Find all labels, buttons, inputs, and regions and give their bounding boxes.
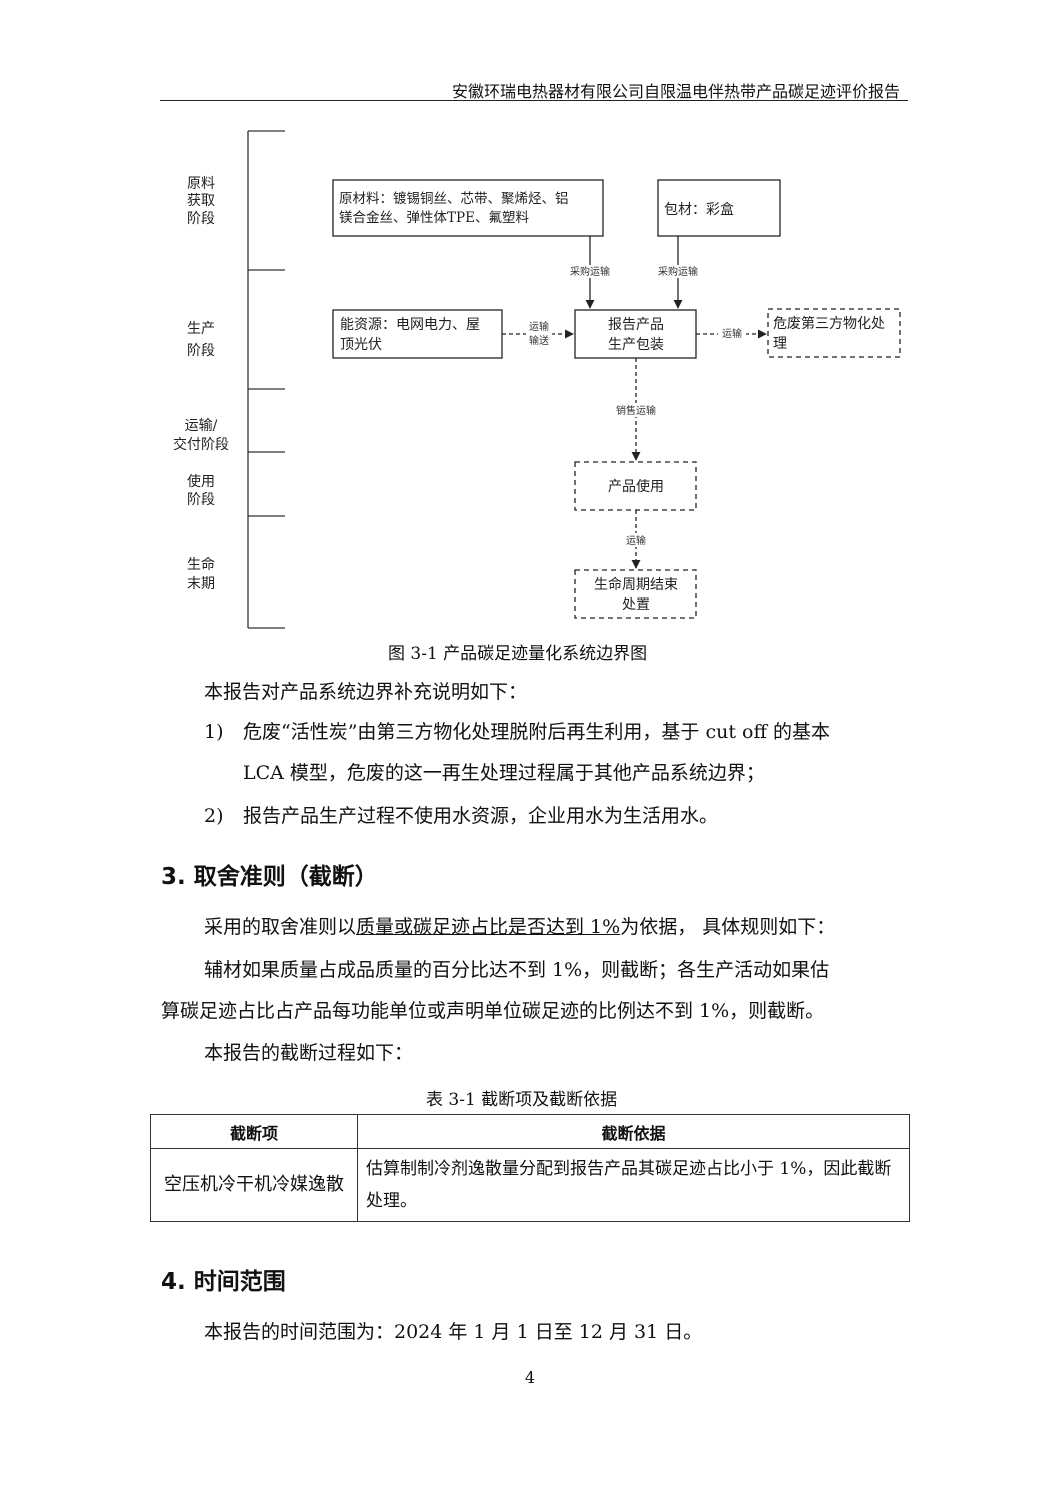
table-header-cutoff-item: 截断项 bbox=[150, 1114, 358, 1149]
stage-production-line2: 阶段 bbox=[187, 343, 215, 359]
stage-raw-line2: 获取 bbox=[187, 193, 215, 209]
end-of-life-box bbox=[574, 569, 697, 619]
table-row: 空压机冷干机冷媒逸散 估算制制冷剂逸散量分配到报告产品其碳足迹占比小于 1%，因… bbox=[150, 1148, 910, 1222]
rule-text-after: 为依据， 具体规则如下： bbox=[620, 916, 836, 938]
boundary-item-1-line2: LCA 模型，危废的这一再生处理过程属于其他产品系统边界； bbox=[243, 762, 765, 784]
raw-material-line2: 镁合金丝、弹性体TPE、氟塑料 bbox=[339, 210, 529, 226]
energy-label-line1: 运输 bbox=[529, 320, 549, 333]
boundary-item-2-line1: 报告产品生产过程不使用水资源，企业用水为生活用水。 bbox=[243, 805, 719, 827]
production-line1: 报告产品 bbox=[608, 317, 664, 333]
table-header-cutoff-basis: 截断依据 bbox=[357, 1114, 910, 1149]
hazardous-waste-line1: 危废第三方物化处 bbox=[773, 315, 885, 332]
boundary-intro: 本报告对产品系统边界补充说明如下： bbox=[204, 681, 528, 703]
section-3-paragraph-2-line1: 辅材如果质量占成品质量的百分比达不到 1%，则截断；各生产活动如果估 bbox=[204, 959, 830, 981]
hazardous-waste-line2: 理 bbox=[773, 336, 787, 352]
section-4-heading: 4. 时间范围 bbox=[161, 1269, 286, 1295]
boundary-item-1-number: 1) bbox=[204, 721, 224, 743]
section-4-text: 本报告的时间范围为：2024 年 1 月 1 日至 12 月 31 日。 bbox=[204, 1321, 703, 1343]
stage-eol-line1: 生命 bbox=[187, 556, 215, 573]
purchase-label-2: 采购运输 bbox=[658, 265, 698, 278]
purchase-label-1: 采购运输 bbox=[570, 265, 610, 278]
stage-production-line1: 生产 bbox=[187, 321, 215, 337]
raw-material-line1: 原材料：镀锡铜丝、芯带、聚烯烃、铝 bbox=[339, 190, 569, 207]
end-of-life-line2: 处置 bbox=[622, 597, 650, 613]
stage-eol-line2: 末期 bbox=[187, 576, 215, 592]
header-divider bbox=[160, 100, 908, 101]
stage-use-line2: 阶段 bbox=[187, 492, 215, 508]
energy-label-line2: 输送 bbox=[529, 334, 549, 347]
stage-use-line1: 使用 bbox=[187, 473, 215, 490]
rule-text-underlined: 质量或碳足迹占比是否达到 1% bbox=[356, 916, 621, 938]
table-cell-cutoff-item: 空压机冷干机冷媒逸散 bbox=[150, 1148, 358, 1222]
section-3-paragraph-3: 本报告的截断过程如下： bbox=[204, 1042, 414, 1064]
packaging-label: 包材：彩盒 bbox=[664, 201, 734, 218]
stage-bracket bbox=[247, 130, 285, 629]
stage-transport-line1: 运输/ bbox=[185, 418, 218, 434]
packaging-box bbox=[657, 179, 781, 237]
product-use-label: 产品使用 bbox=[608, 478, 664, 495]
raw-material-box bbox=[332, 179, 604, 237]
production-line2: 生产包装 bbox=[608, 337, 664, 353]
energy-line1: 能资源：电网电力、屋 bbox=[340, 317, 480, 333]
system-boundary-diagram: 原料 获取 阶段 生产 阶段 运输/ 交付阶段 使用 阶段 生命 末期 原材料：… bbox=[173, 130, 901, 629]
energy-line2: 顶光伏 bbox=[340, 337, 382, 353]
eol-transport-label: 运输 bbox=[626, 534, 646, 547]
boundary-item-2-number: 2) bbox=[204, 805, 224, 827]
page-number: 4 bbox=[524, 1368, 536, 1387]
hazardous-waste-box bbox=[767, 308, 901, 358]
section-3-heading: 3. 取舍准则（截断） bbox=[161, 864, 378, 890]
stage-raw-line1: 原料 bbox=[187, 176, 215, 192]
table-caption: 表 3-1 截断项及截断依据 bbox=[426, 1090, 618, 1110]
section-3-paragraph-1: 采用的取舍准则以质量或碳足迹占比是否达到 1%为依据， 具体规则如下： bbox=[204, 908, 835, 947]
waste-label: 运输 bbox=[722, 327, 742, 340]
sales-label: 销售运输 bbox=[616, 404, 656, 417]
page-header-title: 安徽环瑞电热器材有限公司自限温电伴热带产品碳足迹评价报告 bbox=[451, 82, 900, 101]
table-header-row: 截断项 截断依据 bbox=[150, 1114, 910, 1149]
table-cell-cutoff-basis: 估算制制冷剂逸散量分配到报告产品其碳足迹占比小于 1%，因此截断处理。 bbox=[357, 1148, 910, 1222]
figure-caption: 图 3-1 产品碳足迹量化系统边界图 bbox=[388, 644, 648, 664]
end-of-life-line1: 生命周期结束 bbox=[594, 576, 678, 593]
stage-raw-line3: 阶段 bbox=[187, 211, 215, 227]
section-3-paragraph-2-line2: 算碳足迹占比占产品每功能单位或声明单位碳足迹的比例达不到 1%，则截断。 bbox=[161, 1000, 825, 1022]
rule-text-before: 采用的取舍准则以 bbox=[204, 916, 357, 938]
cutoff-table: 截断项 截断依据 空压机冷干机冷媒逸散 估算制制冷剂逸散量分配到报告产品其碳足迹… bbox=[150, 1114, 910, 1222]
boundary-item-1-line1: 危废“活性炭”由第三方物化处理脱附后再生利用，基于 cut off 的基本 bbox=[243, 721, 830, 743]
stage-transport-line2: 交付阶段 bbox=[173, 436, 229, 453]
